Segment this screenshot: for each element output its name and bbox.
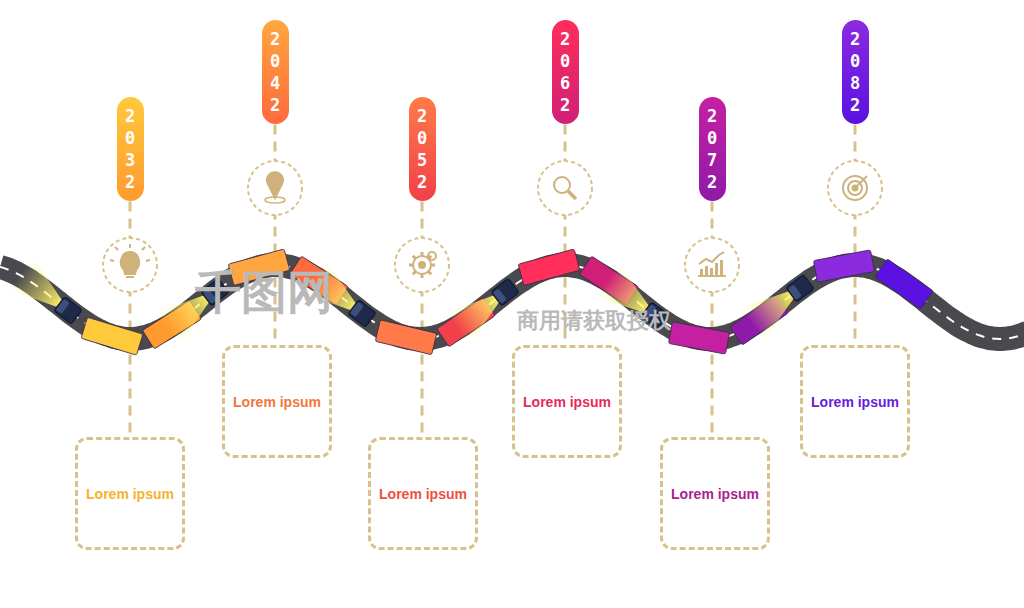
text-box: Lorem ipsum <box>512 345 622 458</box>
year-pill: 2062 <box>552 20 579 124</box>
dashed-leader <box>711 201 714 437</box>
truck <box>155 249 348 345</box>
year-text: 2062 <box>557 28 574 116</box>
year-pill: 2082 <box>842 20 869 124</box>
year-pill: 2052 <box>409 97 436 201</box>
icon-bulb <box>103 238 157 292</box>
icon-search <box>538 161 592 215</box>
box-text: Lorem ipsum <box>523 394 611 410</box>
icon-chart <box>685 238 739 292</box>
text-box: Lorem ipsum <box>368 437 478 550</box>
year-text: 2032 <box>122 105 139 193</box>
box-text: Lorem ipsum <box>86 486 174 502</box>
icon-target <box>828 161 882 215</box>
box-text: Lorem ipsum <box>671 486 759 502</box>
box-text: Lorem ipsum <box>233 394 321 410</box>
text-box: Lorem ipsum <box>800 345 910 458</box>
watermark: 商用请获取授权 <box>517 306 671 336</box>
year-text: 2042 <box>267 28 284 116</box>
text-box: Lorem ipsum <box>222 345 332 458</box>
box-text: Lorem ipsum <box>379 486 467 502</box>
dashed-leader <box>854 124 857 345</box>
year-pill: 2072 <box>699 97 726 201</box>
dashed-leader <box>421 201 424 437</box>
watermark: 千图网 <box>195 262 333 324</box>
year-text: 2072 <box>704 105 721 193</box>
truck <box>740 250 933 340</box>
box-text: Lorem ipsum <box>811 394 899 410</box>
year-pill: 2042 <box>262 20 289 124</box>
year-text: 2082 <box>847 28 864 116</box>
icon-pin <box>248 161 302 215</box>
text-box: Lorem ipsum <box>75 437 185 550</box>
dashed-leader <box>129 201 132 437</box>
year-pill: 2032 <box>117 97 144 201</box>
year-text: 2052 <box>414 105 431 193</box>
text-box: Lorem ipsum <box>660 437 770 550</box>
icon-gear <box>395 238 449 292</box>
